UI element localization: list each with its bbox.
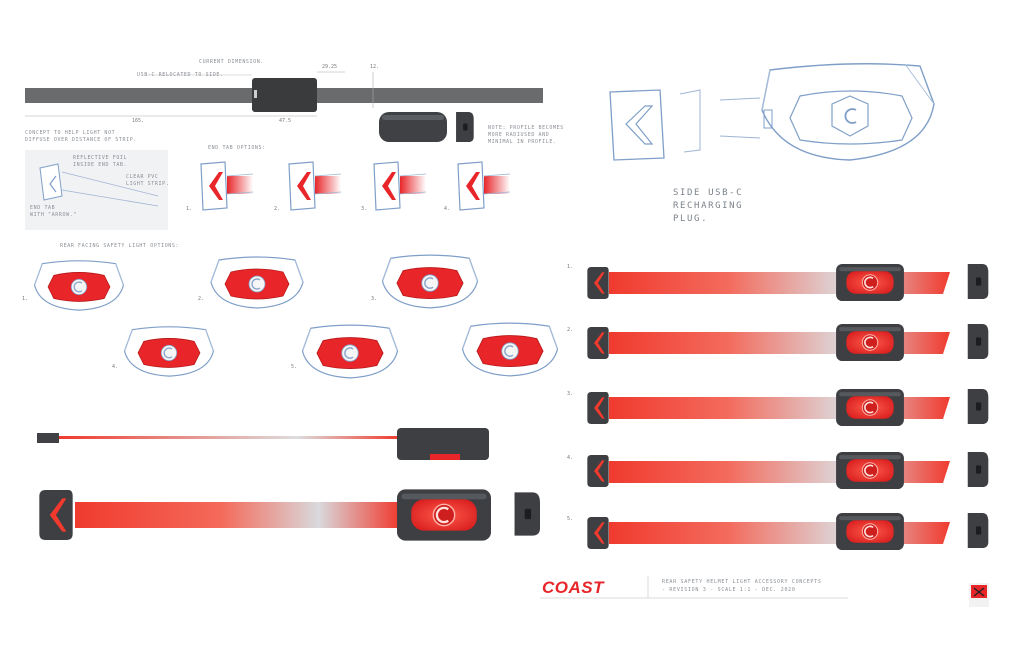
strip-option-number-5: 5.: [567, 516, 574, 522]
designer-stamp-glyph: [973, 587, 985, 597]
rear-light-number-2: 2.: [198, 296, 205, 302]
strip-option-2: [587, 324, 989, 361]
strip-option-number-2: 2.: [567, 327, 574, 333]
strip-option-number-4: 4.: [567, 455, 574, 461]
clear-pvc-label: CLEAR PVC LIGHT STRIP.: [126, 174, 170, 187]
thin-housing: [397, 428, 489, 460]
concept-arrow-sketch: [49, 175, 57, 193]
rear-light-number-4: 4.: [112, 364, 119, 370]
end-tab-option-1: [200, 161, 254, 211]
rear-light-number-1: 1.: [22, 296, 29, 302]
side-usb-c-label: SIDE USB-C RECHARGING PLUG.: [673, 188, 744, 224]
end-tab-arrow-label: END TAB WITH "ARROW.": [30, 205, 77, 218]
title-line-1: REAR SAFETY HELMET LIGHT ACCESSORY CONCE…: [662, 579, 822, 585]
end-tab-number-4: 4.: [444, 206, 451, 212]
dim-47-5: 47.5: [279, 118, 292, 124]
current-housing: [252, 78, 317, 112]
rear-facing-options-heading: REAR FACING SAFETY LIGHT OPTIONS:: [60, 243, 180, 249]
rear-light-option-4: [123, 326, 215, 377]
rear-light-option-5: [301, 324, 399, 379]
reflective-foil-label: REFLECTIVE FOIL INSIDE END TAB.: [73, 155, 128, 168]
strip-option-4: [587, 452, 989, 489]
usb-c-port: [254, 90, 257, 98]
end-tab-option-3: [373, 161, 427, 211]
side-usb-sketch: [609, 63, 935, 161]
new-profile-side: [456, 112, 474, 142]
rear-light-option-1: [33, 260, 125, 311]
new-profile-highlight: [382, 115, 444, 120]
rear-light-number-5: 5.: [291, 364, 298, 370]
dim-29-25: 29.25: [322, 64, 338, 70]
end-tab-option-2: [288, 161, 342, 211]
large-housing: [397, 489, 491, 541]
title-block: REAR SAFETY HELMET LIGHT ACCESSORY CONCE…: [662, 578, 822, 594]
end-tab-number-3: 3.: [361, 206, 368, 212]
concept-strip-sketch: [61, 171, 159, 207]
strip-option-3: [587, 389, 989, 426]
dim-165: 165.: [132, 118, 145, 124]
coast-logo: COAST: [542, 578, 604, 597]
large-arrow-end-tab: [39, 490, 73, 540]
end-tab-option-4: [457, 161, 511, 211]
dim-12: 12.: [370, 64, 380, 70]
strip-option-1: [587, 264, 989, 301]
current-dimension-label: CURRENT DIMENSION.: [199, 59, 264, 65]
rear-light-option-3: [381, 254, 479, 309]
concept-note: CONCEPT TO HELP LIGHT NOT DIFFUSE OVER D…: [25, 130, 137, 143]
thin-end-cap: [37, 433, 59, 443]
profile-note: NOTE: PROFILE BECOMES MORE RADIUSED AND …: [488, 125, 564, 145]
large-light-strip: [75, 502, 400, 528]
strip-option-number-1: 1.: [567, 264, 574, 270]
thin-housing-light: [430, 454, 460, 460]
rear-light-option-2: [210, 256, 304, 309]
rear-light-number-3: 3.: [371, 296, 378, 302]
strip-option-number-3: 3.: [567, 391, 574, 397]
usb-c-relocated-label: USB-C RELOCATED TO SIDE.: [137, 72, 224, 78]
end-tab-options-heading: END TAB OPTIONS:: [208, 145, 266, 151]
rear-light-option-6: [461, 322, 559, 377]
end-tab-number-1: 1.: [186, 206, 193, 212]
strip-option-5: [587, 513, 989, 550]
large-end-side: [514, 492, 540, 536]
title-line-2: - REVISION 3 - SCALE 1:1 - DEC. 2020: [662, 587, 796, 593]
thin-light-strip: [59, 436, 399, 439]
end-tab-number-2: 2.: [274, 206, 281, 212]
